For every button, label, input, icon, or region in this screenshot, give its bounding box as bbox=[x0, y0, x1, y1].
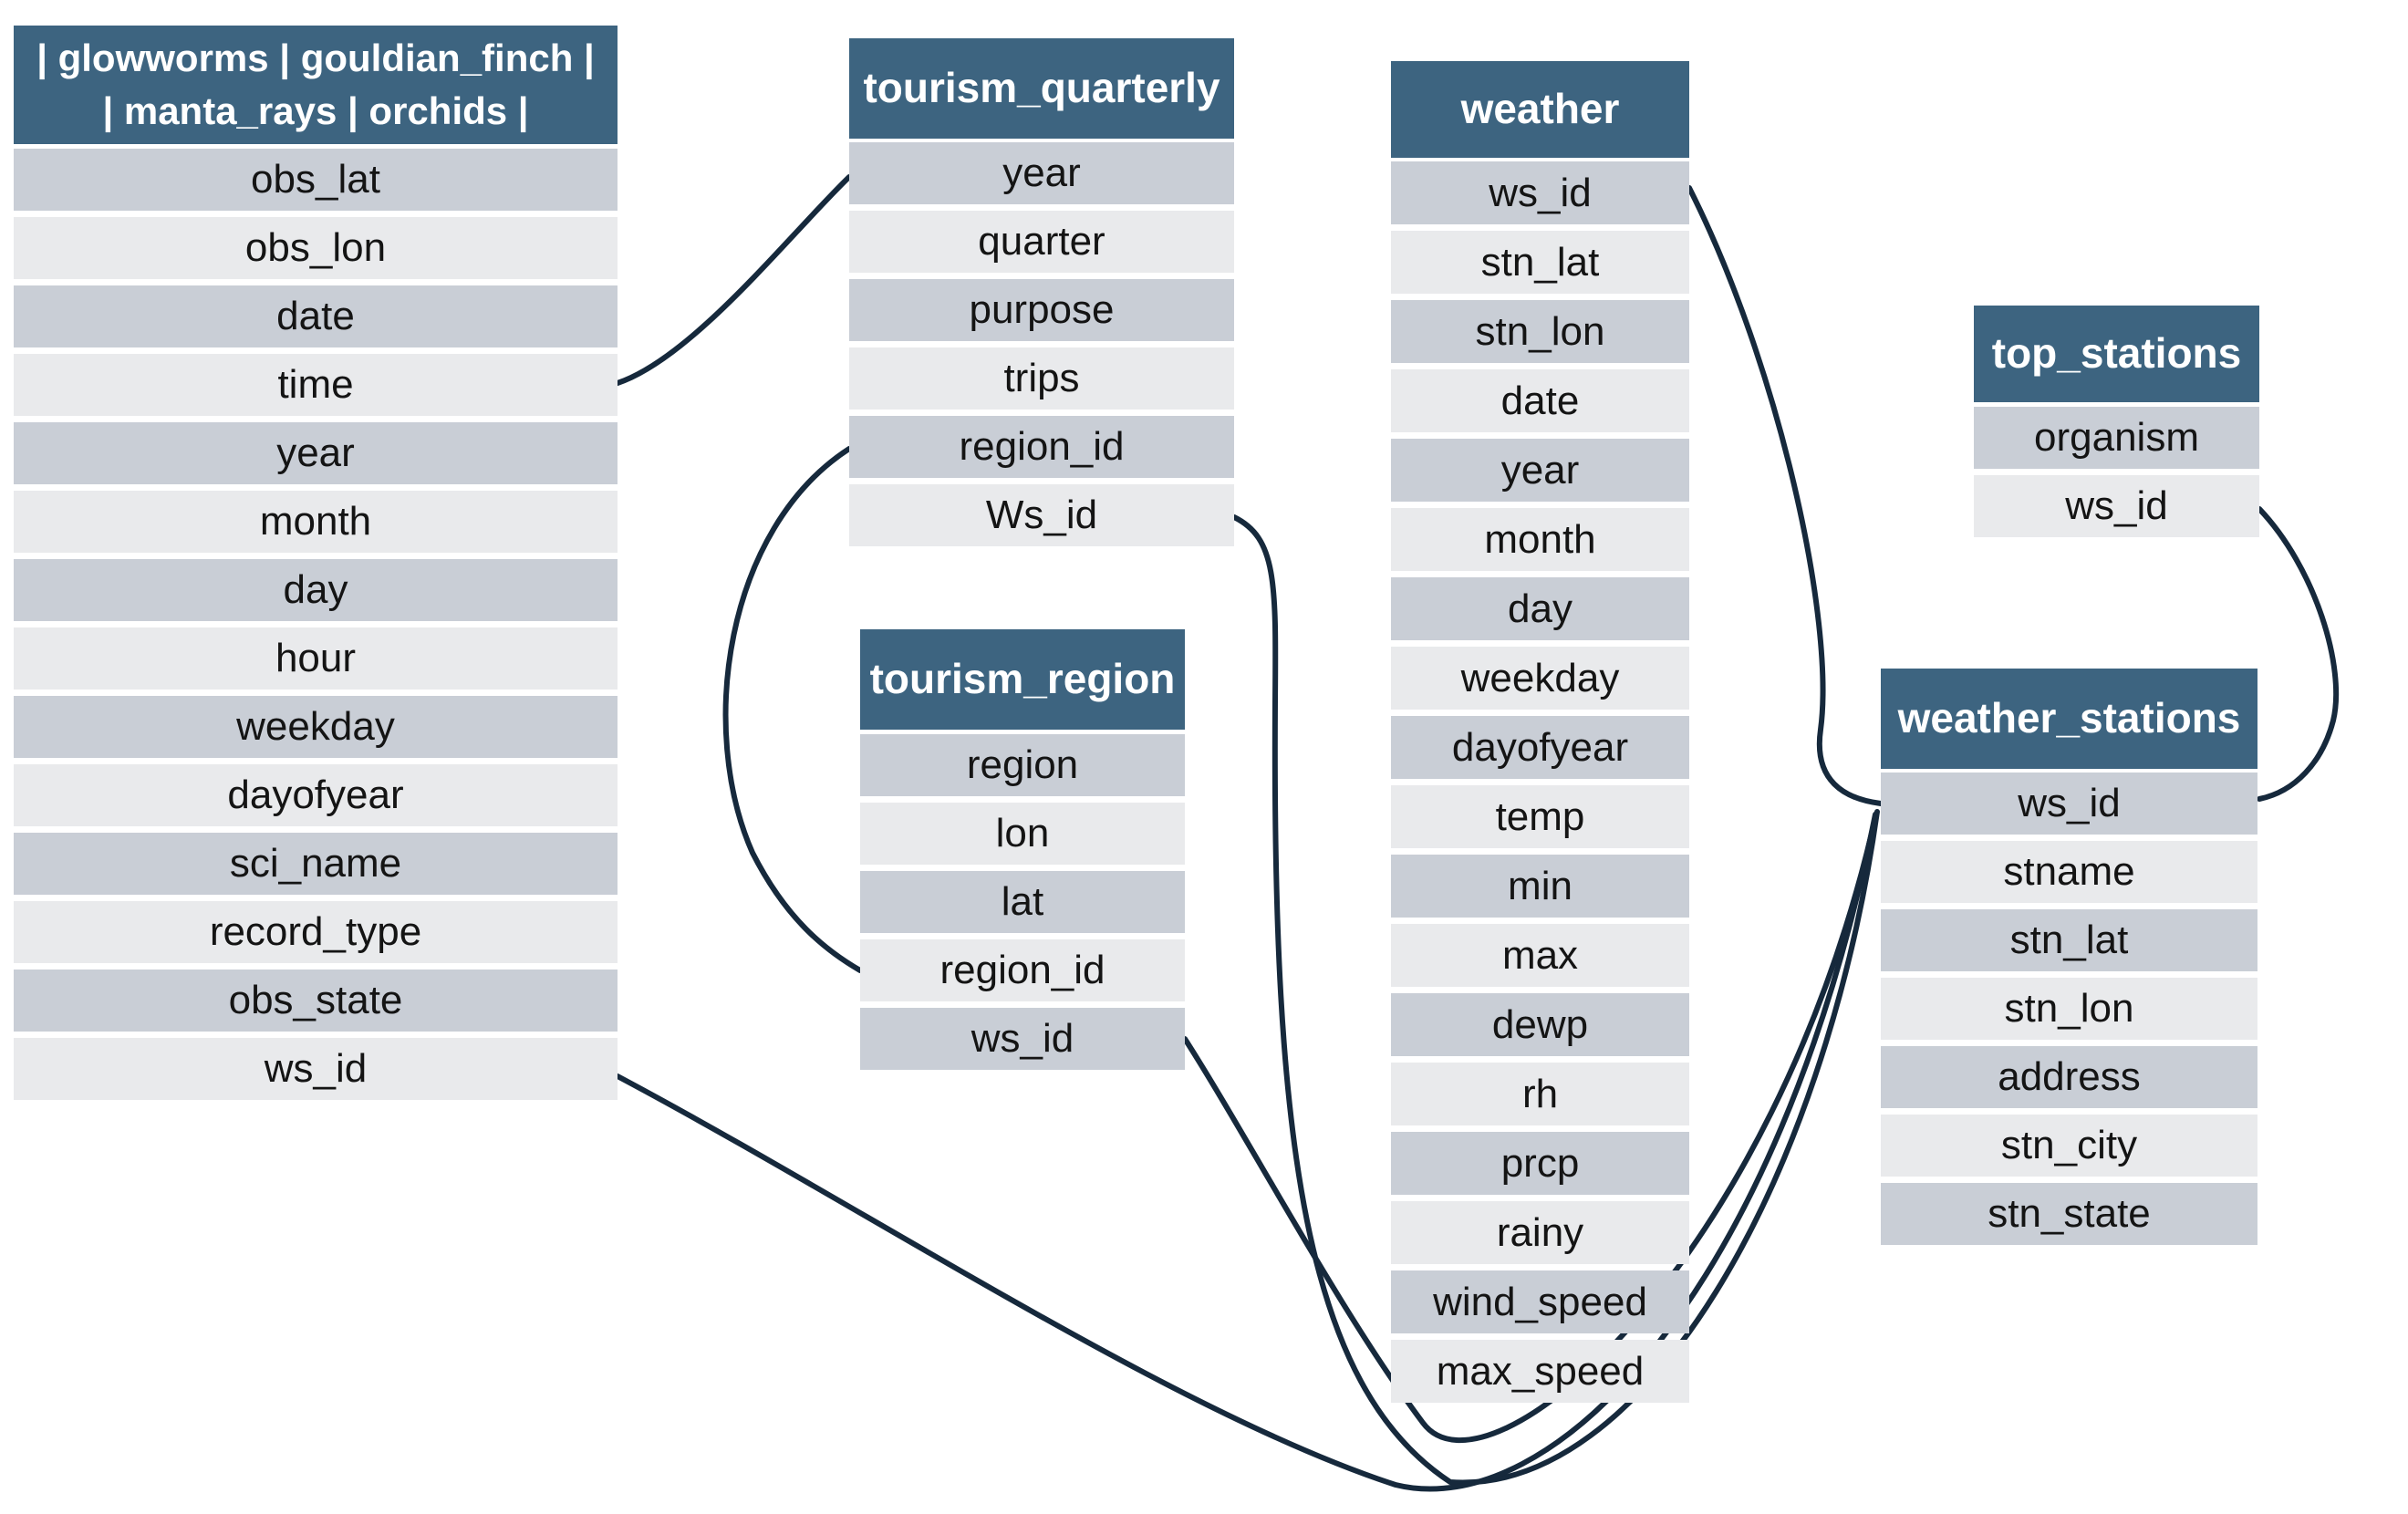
column-row: min bbox=[1391, 855, 1689, 918]
column-row: obs_state bbox=[14, 970, 618, 1032]
relationship-top-stations-ws-id-to-weather-stations-ws-id bbox=[2257, 506, 2340, 802]
table-species-observations-title-line1: | glowworms | gouldian_finch | bbox=[36, 36, 595, 80]
table-tourism-region: tourism_region region lon lat region_id … bbox=[860, 629, 1185, 1070]
table-top-stations-title: top_stations bbox=[1991, 329, 2242, 378]
table-weather: weather ws_id stn_lat stn_lon date year … bbox=[1391, 61, 1689, 1403]
relationship-tourism-quarterly-region-id-to-tourism-region-region-id bbox=[722, 446, 863, 973]
column-row: dewp bbox=[1391, 993, 1689, 1056]
table-species-observations-header: | glowworms | gouldian_finch | | manta_r… bbox=[14, 26, 618, 144]
table-species-observations-rows: obs_lat obs_lon date time year month day… bbox=[14, 149, 618, 1100]
column-row: year bbox=[1391, 439, 1689, 502]
column-row: ws_id bbox=[860, 1008, 1185, 1070]
column-row: date bbox=[14, 285, 618, 347]
column-row: trips bbox=[849, 347, 1234, 410]
column-row: time bbox=[14, 354, 618, 416]
column-row: rainy bbox=[1391, 1201, 1689, 1264]
table-weather-header: weather bbox=[1391, 61, 1689, 158]
column-row: rh bbox=[1391, 1063, 1689, 1125]
table-weather-stations-rows: ws_id stname stn_lat stn_lon address stn… bbox=[1881, 773, 2258, 1245]
column-row: stn_city bbox=[1881, 1115, 2258, 1177]
column-row: year bbox=[14, 422, 618, 484]
table-tourism-quarterly-title: tourism_quarterly bbox=[863, 64, 1220, 112]
column-row: year bbox=[849, 142, 1234, 204]
table-tourism-quarterly-header: tourism_quarterly bbox=[849, 38, 1234, 139]
column-row: purpose bbox=[849, 279, 1234, 341]
column-row: wind_speed bbox=[1391, 1270, 1689, 1333]
column-row: ws_id bbox=[1391, 161, 1689, 224]
column-row: hour bbox=[14, 627, 618, 690]
table-species-observations-title-line2: | manta_rays | orchids | bbox=[102, 89, 529, 132]
column-row: ws_id bbox=[14, 1038, 618, 1100]
column-row: max_speed bbox=[1391, 1340, 1689, 1403]
table-weather-rows: ws_id stn_lat stn_lon date year month da… bbox=[1391, 161, 1689, 1403]
table-weather-stations-header: weather_stations bbox=[1881, 669, 2258, 769]
column-row: ws_id bbox=[1974, 475, 2259, 537]
relationship-tourism-quarterly-ws-id-to-weather-stations-ws-id bbox=[1231, 514, 1880, 1486]
table-weather-stations: weather_stations ws_id stname stn_lat st… bbox=[1881, 669, 2258, 1245]
column-row: dayofyear bbox=[1391, 716, 1689, 779]
column-row: record_type bbox=[14, 901, 618, 963]
column-row: quarter bbox=[849, 211, 1234, 273]
column-row: stn_lat bbox=[1391, 231, 1689, 294]
table-top-stations-header: top_stations bbox=[1974, 306, 2259, 402]
column-row: Ws_id bbox=[849, 484, 1234, 546]
column-row: region bbox=[860, 734, 1185, 796]
column-row: ws_id bbox=[1881, 773, 2258, 835]
table-top-stations: top_stations organism ws_id bbox=[1974, 306, 2259, 537]
column-row: obs_lon bbox=[14, 217, 618, 279]
column-row: dayofyear bbox=[14, 764, 618, 826]
column-row: organism bbox=[1974, 407, 2259, 469]
column-row: region_id bbox=[849, 416, 1234, 478]
column-row: max bbox=[1391, 924, 1689, 987]
table-top-stations-rows: organism ws_id bbox=[1974, 407, 2259, 537]
table-weather-stations-title: weather_stations bbox=[1897, 694, 2241, 742]
column-row: stn_lon bbox=[1391, 300, 1689, 363]
column-row: obs_lat bbox=[14, 149, 618, 211]
column-row: stn_lat bbox=[1881, 909, 2258, 971]
column-row: lon bbox=[860, 803, 1185, 865]
column-row: day bbox=[14, 559, 618, 621]
column-row: weekday bbox=[14, 696, 618, 758]
column-row: sci_name bbox=[14, 833, 618, 895]
table-species-observations: | glowworms | gouldian_finch | | manta_r… bbox=[14, 26, 618, 1100]
column-row: month bbox=[14, 491, 618, 553]
table-tourism-region-title: tourism_region bbox=[869, 655, 1176, 703]
column-row: day bbox=[1391, 577, 1689, 640]
table-tourism-quarterly-rows: year quarter purpose trips region_id Ws_… bbox=[849, 142, 1234, 546]
relationship-species-ws-id-to-weather-stations-ws-id bbox=[615, 812, 1878, 1492]
table-tourism-region-rows: region lon lat region_id ws_id bbox=[860, 734, 1185, 1070]
column-row: lat bbox=[860, 871, 1185, 933]
column-row: weekday bbox=[1391, 647, 1689, 710]
table-tourism-region-header: tourism_region bbox=[860, 629, 1185, 730]
relationship-weather-ws-id-to-weather-stations-ws-id bbox=[1687, 185, 1884, 806]
column-row: region_id bbox=[860, 939, 1185, 1001]
column-row: date bbox=[1391, 369, 1689, 432]
table-tourism-quarterly: tourism_quarterly year quarter purpose t… bbox=[849, 38, 1234, 546]
relationship-tourism-region-ws-id-to-weather-stations-ws-id bbox=[1182, 811, 1879, 1443]
column-row: month bbox=[1391, 508, 1689, 571]
column-row: stn_state bbox=[1881, 1183, 2258, 1245]
table-weather-title: weather bbox=[1460, 85, 1620, 133]
relationship-species-time-to-tourism-quarterly-year bbox=[615, 174, 852, 386]
column-row: prcp bbox=[1391, 1132, 1689, 1195]
column-row: address bbox=[1881, 1046, 2258, 1108]
column-row: temp bbox=[1391, 785, 1689, 848]
column-row: stname bbox=[1881, 841, 2258, 903]
column-row: stn_lon bbox=[1881, 978, 2258, 1040]
